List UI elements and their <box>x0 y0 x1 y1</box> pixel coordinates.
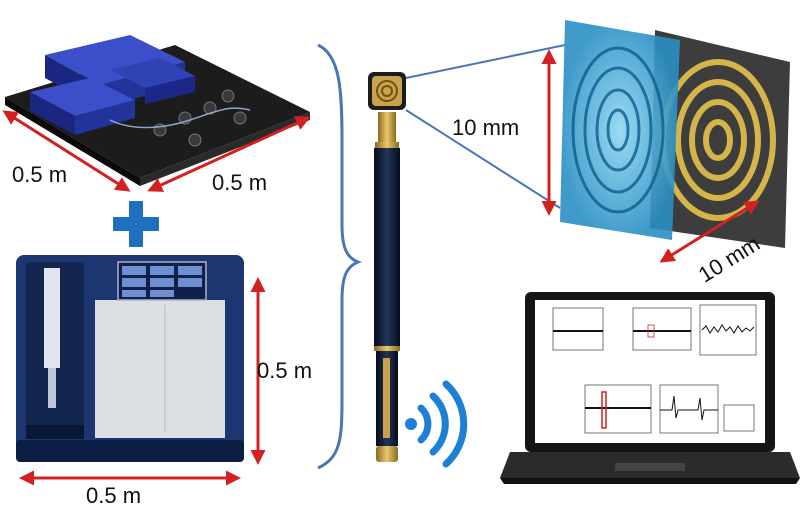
instrument-width-label: 0.5 m <box>86 483 142 508</box>
laptop-screen <box>535 300 765 443</box>
sensor-electrode-zoom <box>560 20 790 248</box>
pen-device <box>368 72 406 462</box>
zoom-connector-bottom <box>405 109 561 209</box>
plus-sign <box>113 201 159 247</box>
curly-brace <box>317 43 363 470</box>
screen-plots <box>552 304 757 434</box>
optics-depth-arrow <box>147 116 311 192</box>
laser-module-small <box>110 58 195 104</box>
zoom-connector-top <box>405 44 566 79</box>
sensor-width-arrow <box>659 200 760 263</box>
instrument-height-label: 0.5 m <box>257 358 313 383</box>
sensor-height-label: 10 mm <box>452 115 520 140</box>
laptop <box>500 292 800 484</box>
optics-width-arrow <box>2 110 131 192</box>
wireless-signal-icon <box>405 380 468 468</box>
optics-depth-label: 0.5 m <box>212 170 268 195</box>
benchtop-instrument <box>16 255 244 462</box>
optics-width-label: 0.5 m <box>12 162 68 187</box>
